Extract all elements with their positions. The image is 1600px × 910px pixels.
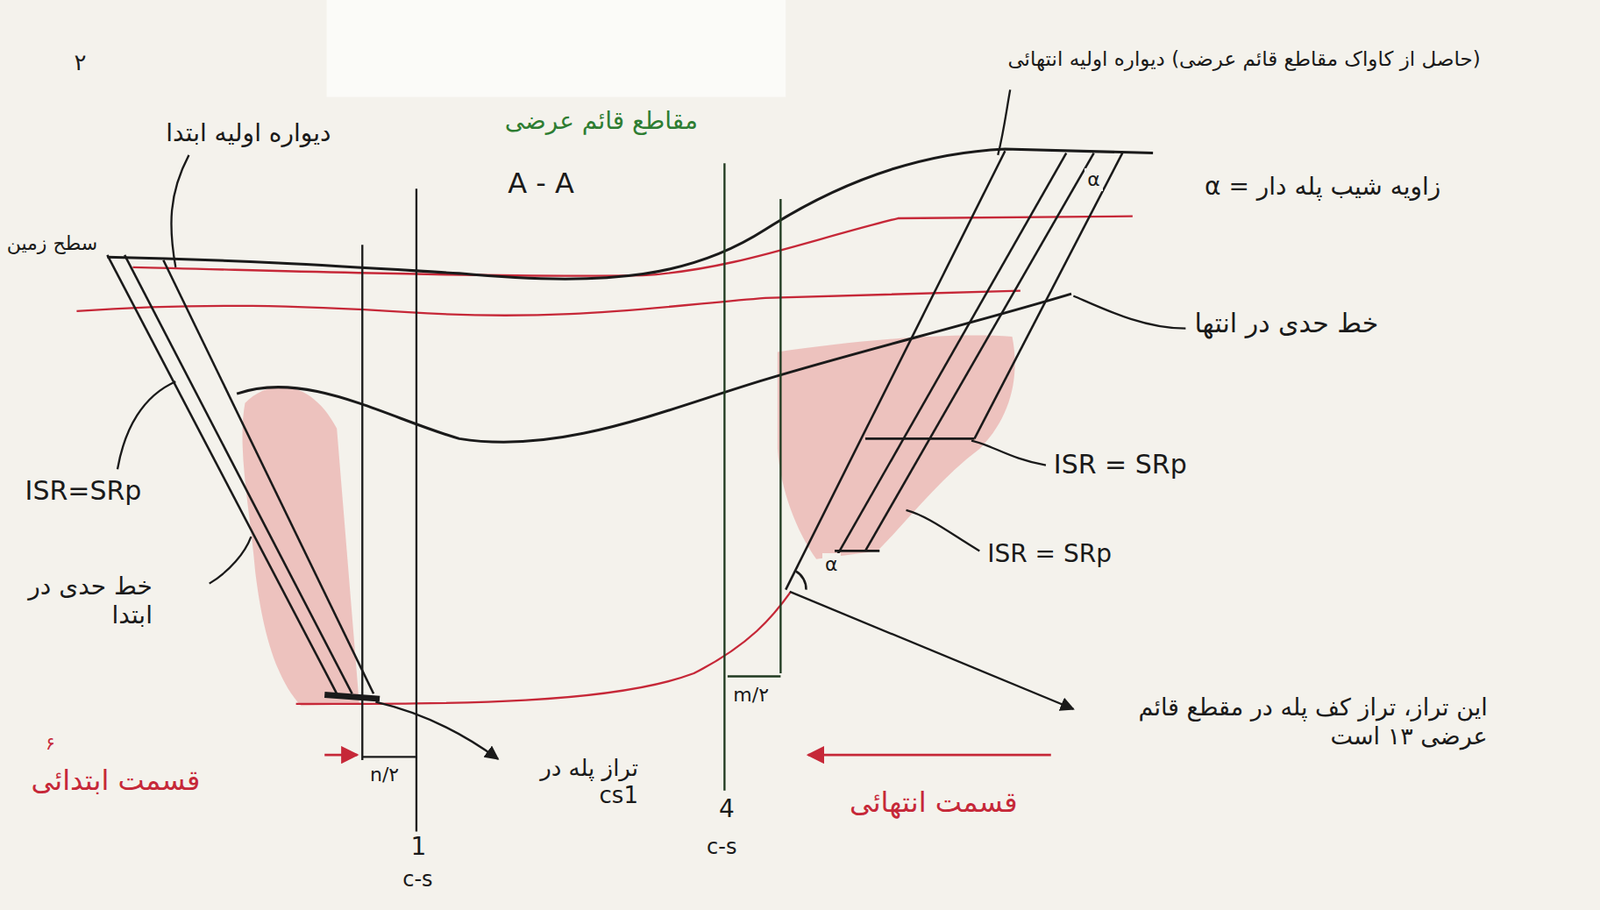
annotation-label: c-s (704, 834, 740, 861)
section-line (415, 188, 418, 832)
annotation-label: α = زاویه شیب پله دار (1201, 171, 1444, 202)
leader-line (971, 440, 1046, 466)
section-line (779, 199, 782, 674)
leader-arrow (375, 702, 498, 760)
annotation-label: ISR = SRp (984, 539, 1115, 569)
leader-arrow (789, 591, 1074, 710)
annotation-label: سطح زمین (4, 232, 100, 256)
leader-line (997, 89, 1010, 155)
annotation-label: α (1084, 168, 1103, 192)
annotation-label: ۲ (71, 49, 89, 77)
wall-line (836, 153, 1067, 557)
annotation-label: تراز پله در cs1 (504, 754, 641, 810)
annotation-label: c-s (399, 867, 435, 893)
wall-line (124, 255, 353, 694)
leader-line (906, 510, 981, 552)
red-level-line (132, 216, 1132, 277)
annotation-label: قسمت ابتدائی (28, 763, 204, 797)
leader-line (117, 381, 176, 470)
paper-patch (327, 0, 787, 98)
leader-line (1073, 295, 1186, 328)
angle-arc (796, 571, 807, 591)
step-line (834, 549, 880, 553)
annotation-label: این تراز، تراز کف پله در مقطع قائم عرضی … (1081, 693, 1491, 751)
part-arrow (808, 753, 1052, 757)
annotation-label: 4 (716, 794, 738, 825)
wall-foot (324, 694, 380, 699)
dimension-line (362, 755, 417, 758)
annotation-label: 1 (408, 832, 430, 862)
wall-line (785, 150, 1005, 590)
annotation-label: m/۲ (730, 683, 772, 707)
step-line (865, 437, 975, 441)
annotation-label: قسمت انتهائی (846, 785, 1020, 819)
annotation-label: خط حدی در انتها (1191, 307, 1381, 340)
annotation-label: α (822, 553, 841, 576)
leader-line (209, 536, 252, 584)
section-line (361, 244, 363, 761)
section-line (723, 163, 726, 791)
leader-line (170, 155, 189, 268)
annotation-label: A - A (504, 166, 577, 200)
wall-line (163, 260, 374, 695)
annotation-label: خط حدی در ابتدا (18, 571, 156, 631)
dimension-line (727, 675, 782, 677)
annotation-label: ISR=SRp (22, 475, 145, 507)
annotation-label: دیواره اولیه ابتدا (163, 118, 334, 149)
annotation-label: ISR = SRp (1051, 448, 1190, 481)
annotation-label: n/۲ (367, 763, 402, 787)
part-arrow (324, 753, 357, 757)
annotation-label: مقاطع قائم عرضی (502, 106, 701, 136)
annotation-label: ۶ (42, 732, 58, 754)
annotation-label: (حاصل از کاواک مقاطع قائم عرضی) دیواره ا… (1004, 47, 1483, 72)
wall-line (974, 153, 1123, 440)
wall-line (865, 153, 1095, 552)
red-level-line (76, 291, 1020, 316)
